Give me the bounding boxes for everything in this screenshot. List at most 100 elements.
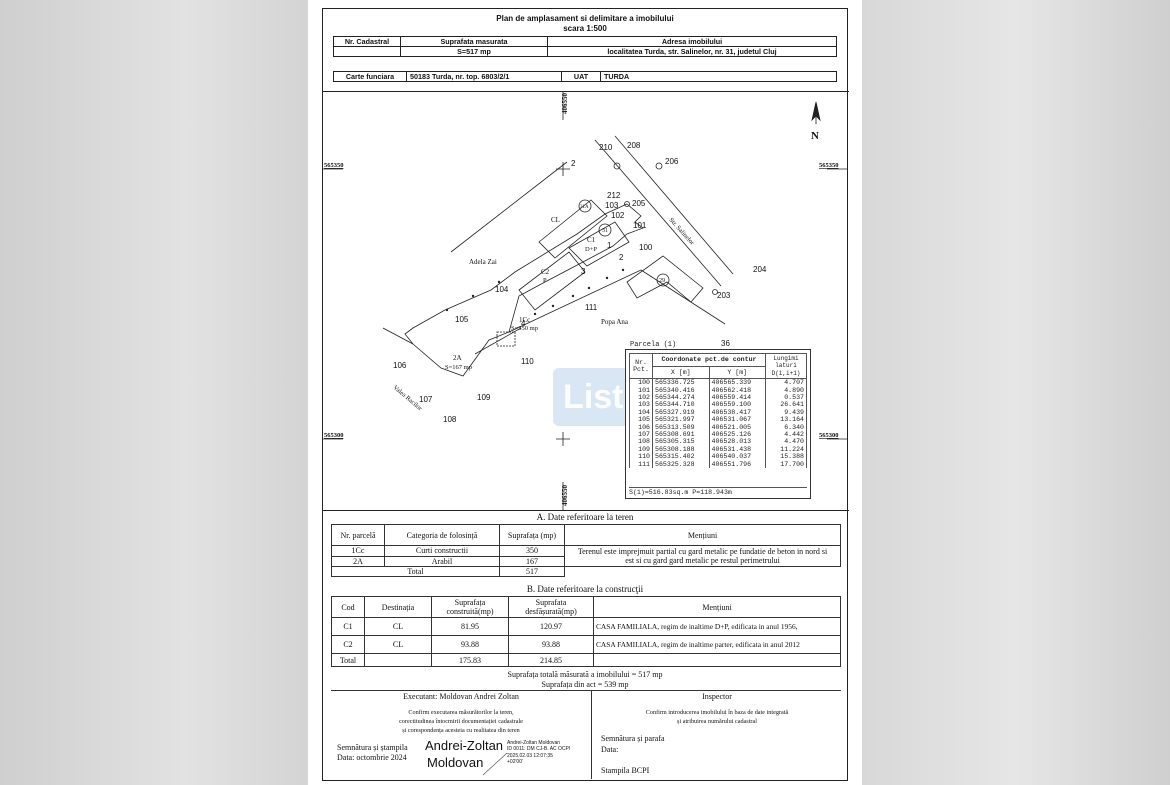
plan-drawing: 406550 406550 565350 565350 565300 56530… [323,92,847,510]
grid-label-y-upper-right: 565350 [819,162,839,169]
header-adresa-value: localitatea Turda, str. Salinelor, nr. 3… [547,46,837,57]
sb-r2-sd: 93.88 [508,635,594,654]
building-29 [626,255,704,303]
inspector-confirm-2: și atribuirea numărului cadastral [677,718,757,725]
sa-r1-supr: 350 [499,545,565,557]
point-103: 103 [605,201,619,210]
summary-line-2: Suprafața din act = 539 mp [541,680,629,689]
coord-col-nr: Nr. Pct. [629,352,653,380]
label-parcel-1cc-area: S=350 mp [511,325,538,332]
sb-r1-dest: CL [364,617,432,636]
point-212: 212 [607,191,621,200]
point-208-marker [613,162,621,170]
inspector-confirm-1: Confirm introducerea imobilului în baza … [645,709,789,716]
label-building-cl: CL [551,216,560,224]
sa-r1-nr: 1Cc [331,545,385,557]
inspector-stamp: Stampila BCPI [601,766,650,775]
point-100: 100 [639,243,653,252]
sa-h-nr: Nr. parcelă [331,524,385,546]
coord-len: 17.700 [765,460,807,469]
point-105: 105 [455,315,469,324]
coord-pct: 106 [629,423,653,432]
sb-r2-dest: CL [364,635,432,654]
point-102: 102 [611,211,625,220]
coord-y: 406538.417 [708,408,766,417]
coord-pct: 108 [629,438,653,446]
coord-len: 26.641 [765,401,807,409]
sb-total-sc: 175.83 [431,653,509,667]
grid-label-x-top: 406550 [561,93,569,115]
inspector-date: Data: [601,745,619,754]
label-building-c1: C1 [587,236,596,244]
coord-y: 406531.438 [708,445,766,454]
sa-h-ment: Mențiuni [564,524,841,546]
coord-y: 406559.100 [708,401,766,409]
label-parcel-2a: 2A [453,354,462,362]
coord-title: Parcela (1) [630,341,677,349]
sb-r2-sc: 93.88 [431,635,509,654]
footer-divider [591,691,592,779]
circle-29-marker [656,273,670,287]
line-111-36 [640,269,726,325]
coord-x: 565344.274 [652,394,710,402]
north-label: N [811,130,819,142]
sb-h-dest: Destinația [364,596,432,618]
coord-col-y: Y [m] [708,365,766,380]
sa-total-value: 517 [499,566,565,577]
point-208: 208 [627,141,641,150]
sb-total-sd: 214.85 [508,653,594,667]
coord-x: 565305.315 [652,438,710,446]
coord-x: 565325.328 [652,460,710,469]
sa-total-label: Total [331,566,500,577]
coord-len: 9.439 [765,408,807,417]
grid-cross-lower [556,432,570,446]
coord-x: 565344.710 [652,401,710,409]
circle-31-marker [598,223,612,237]
coord-y: 406528.013 [708,438,766,446]
coord-y: 406525.126 [708,431,766,439]
coord-y: 406565.339 [708,378,766,387]
coord-x: 565313.509 [652,423,710,432]
point-3: 3 [581,267,586,276]
sa-mentiuni: Terenul este imprejmuit partial cu gard … [564,545,841,567]
document-frame: Plan de amplasament si delimitare a imob… [322,8,849,781]
header-table: Nr. Cadastral Suprafata masurata Adresa … [333,36,837,57]
sb-total-label: Total [331,653,365,667]
coord-x: 565308.188 [652,445,710,454]
shed [496,331,516,347]
signature-name-1: Andrei-Zoltan [425,738,504,753]
coord-len: 4.470 [765,438,807,446]
carte-value: 50183 Turda, nr. top. 6803/2/1 [406,71,562,82]
coord-len: 4.442 [765,431,807,439]
label-building-c2-sub: P [543,277,547,284]
coord-x: 565321.997 [652,416,710,424]
label-circle-31a: 31A [580,205,589,210]
coord-pct: 104 [629,408,653,417]
street-line-2 [614,135,734,275]
sa-r2-nr: 2A [331,555,385,567]
point-106: 106 [393,361,407,370]
sa-r2-cat: Arabil [384,555,500,567]
carte-label: Carte funciara [333,71,407,82]
background-left [0,0,308,785]
coord-y: 406521.005 [708,423,766,432]
sig-small-2: ID 0011: DM CJ-B. AC OCPI [507,746,571,753]
point-2-top: 2 [571,159,576,168]
coord-x: 565327.919 [652,408,710,417]
point-204: 204 [753,265,767,274]
coord-footer: S(1)=516.83sq.m P=118.943m [629,487,807,496]
point-203: 203 [717,291,731,300]
coord-pct: 103 [629,401,653,409]
sa-r2-supr: 167 [499,555,565,567]
grid-label-y-lower-right: 565300 [819,432,839,439]
grid-label-y-upper-left: 565350 [324,162,344,169]
point-104: 104 [495,285,509,294]
section-b-table: Cod Destinația Suprafața construită(mp) … [331,596,841,667]
